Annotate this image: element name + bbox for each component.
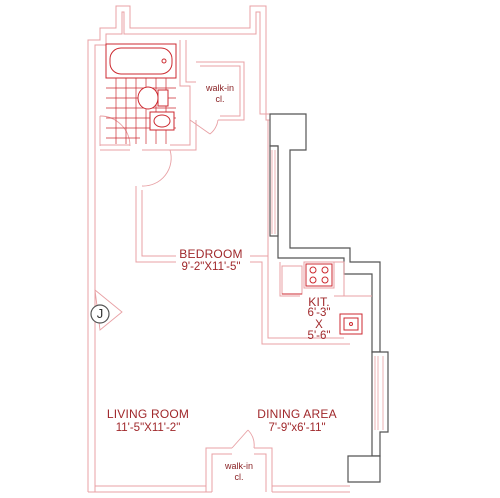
toilet xyxy=(137,86,159,110)
refrigerator xyxy=(281,265,303,295)
living-room-label: LIVING ROOM 11'-5"X11'-2" xyxy=(100,408,196,435)
kitchen-name: KIT. xyxy=(308,295,330,309)
kitchen-sink xyxy=(339,313,363,335)
lower-closet-label: walk-in cl. xyxy=(214,462,264,482)
bathroom-fixtures xyxy=(105,43,177,144)
outer-walls xyxy=(87,5,350,493)
living-room-dims: 11'-5"X11'-2" xyxy=(115,422,181,434)
doors xyxy=(94,115,255,449)
kitchen-label: KIT. 6'-3" X 5'-6" xyxy=(302,296,336,343)
interior-walls xyxy=(100,40,372,492)
windows xyxy=(271,150,384,430)
kitchen-dim-h: 5'-6" xyxy=(307,330,331,342)
dining-area-dims: 7'-9"x6'-11" xyxy=(268,422,326,434)
lower-closet-line1: walk-in xyxy=(224,461,253,471)
kitchen-dim-sep: X xyxy=(315,318,323,331)
bedroom-label: BEDROOM 9'-2"X11'-5" xyxy=(168,248,254,274)
lower-closet-line2: cl. xyxy=(234,472,244,482)
bathroom-tile-grid xyxy=(106,78,176,144)
kitchen-dim-w: 6'-3" xyxy=(307,307,331,319)
marker-letter: J xyxy=(96,306,104,321)
bathtub xyxy=(105,43,177,79)
bedroom-name: BEDROOM xyxy=(179,247,243,261)
stove xyxy=(305,263,333,287)
dining-area-label: DINING AREA 7'-9"x6'-11" xyxy=(254,408,340,435)
living-room-name: LIVING ROOM xyxy=(106,407,190,421)
dining-area-name: DINING AREA xyxy=(257,407,337,421)
bedroom-dims: 9'-2"X11'-5" xyxy=(181,261,241,273)
kitchen-fixtures xyxy=(281,263,363,335)
upper-closet-line1: walk-in xyxy=(205,83,234,93)
marker-j xyxy=(90,304,110,324)
upper-closet-line2: cl. xyxy=(215,94,225,104)
upper-closet-label: walk-in cl. xyxy=(196,84,244,104)
